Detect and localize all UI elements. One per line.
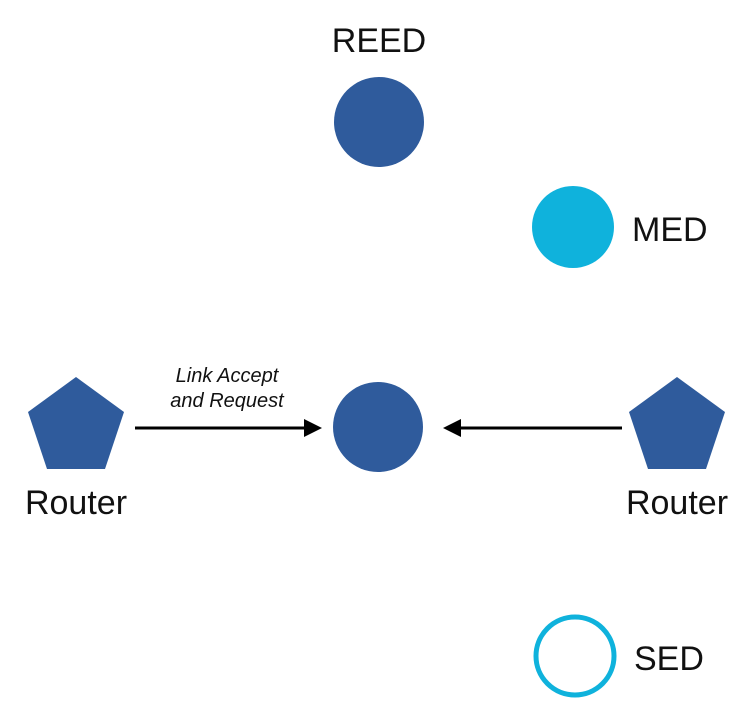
edge-label-line-1: Link Accept [176,365,280,387]
node-reed[interactable]: REED [332,22,426,167]
router-right-pentagon-shape [629,377,725,469]
edge-group: Link Accept and Request [135,365,622,437]
node-router-left[interactable]: Router [25,377,127,522]
edge-left-to-center[interactable] [135,419,322,437]
leader-circle-shape [333,382,423,472]
router-left-pentagon-shape [28,377,124,469]
edge-right-to-center[interactable] [443,419,622,437]
node-router-right[interactable]: Router [626,377,728,522]
edge-left-to-center-label: Link Accept and Request [170,365,285,412]
edge-label-line-2: and Request [170,390,285,412]
edge-right-to-center-arrowhead-icon [443,419,461,437]
node-group: REED MED SED Router [25,22,728,698]
sed-circle-shape [533,614,617,698]
node-leader[interactable] [333,382,423,472]
sed-label: SED [634,640,704,678]
router-right-label: Router [626,484,728,522]
node-sed[interactable]: SED [533,614,704,698]
reed-circle-shape [334,77,424,167]
med-circle-shape [532,186,614,268]
router-left-label: Router [25,484,127,522]
edge-left-to-center-arrowhead-icon [304,419,322,437]
reed-label: REED [332,22,426,60]
node-med[interactable]: MED [532,186,708,268]
med-label: MED [632,211,708,249]
